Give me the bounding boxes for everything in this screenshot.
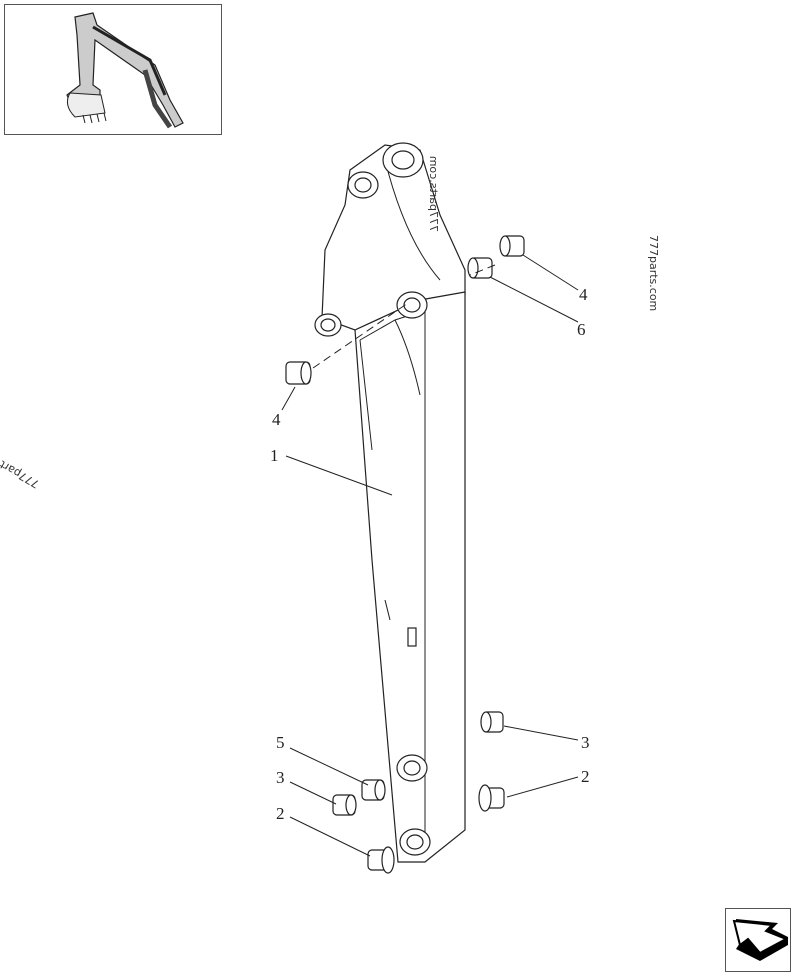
callout-1[interactable]: 1 xyxy=(270,446,279,465)
flanged-bushing-2-right[interactable] xyxy=(478,784,505,812)
watermark-top: 777parts.com xyxy=(427,156,440,232)
bushing-3-right[interactable] xyxy=(480,711,504,733)
callout-2-right[interactable]: 2 xyxy=(581,767,590,786)
arrow-back-icon xyxy=(732,919,789,961)
watermark-left: 777part xyxy=(0,457,41,490)
callout-4-left[interactable]: 4 xyxy=(272,410,281,429)
bushing-4-top[interactable] xyxy=(499,235,525,257)
bushing-3-left[interactable] xyxy=(332,794,357,816)
bushing-5[interactable] xyxy=(361,779,386,801)
flanged-bushing-2-left[interactable] xyxy=(367,846,395,874)
overview-thumbnail[interactable] xyxy=(4,4,222,135)
callout-6[interactable]: 6 xyxy=(577,320,586,339)
navigate-back-button[interactable] xyxy=(725,908,791,972)
arm-boom-part-1[interactable] xyxy=(314,142,466,863)
callout-3-left[interactable]: 3 xyxy=(276,768,285,787)
callout-2-left[interactable]: 2 xyxy=(276,804,285,823)
callout-4-top[interactable]: 4 xyxy=(579,285,588,304)
bushing-6[interactable] xyxy=(467,257,493,279)
callout-5[interactable]: 5 xyxy=(276,733,285,752)
watermark-right: 777parts.com xyxy=(647,235,660,311)
excavator-arm-thumbnail-icon xyxy=(66,12,184,129)
callout-3-right[interactable]: 3 xyxy=(581,733,590,752)
bushing-4-left[interactable] xyxy=(285,361,312,385)
